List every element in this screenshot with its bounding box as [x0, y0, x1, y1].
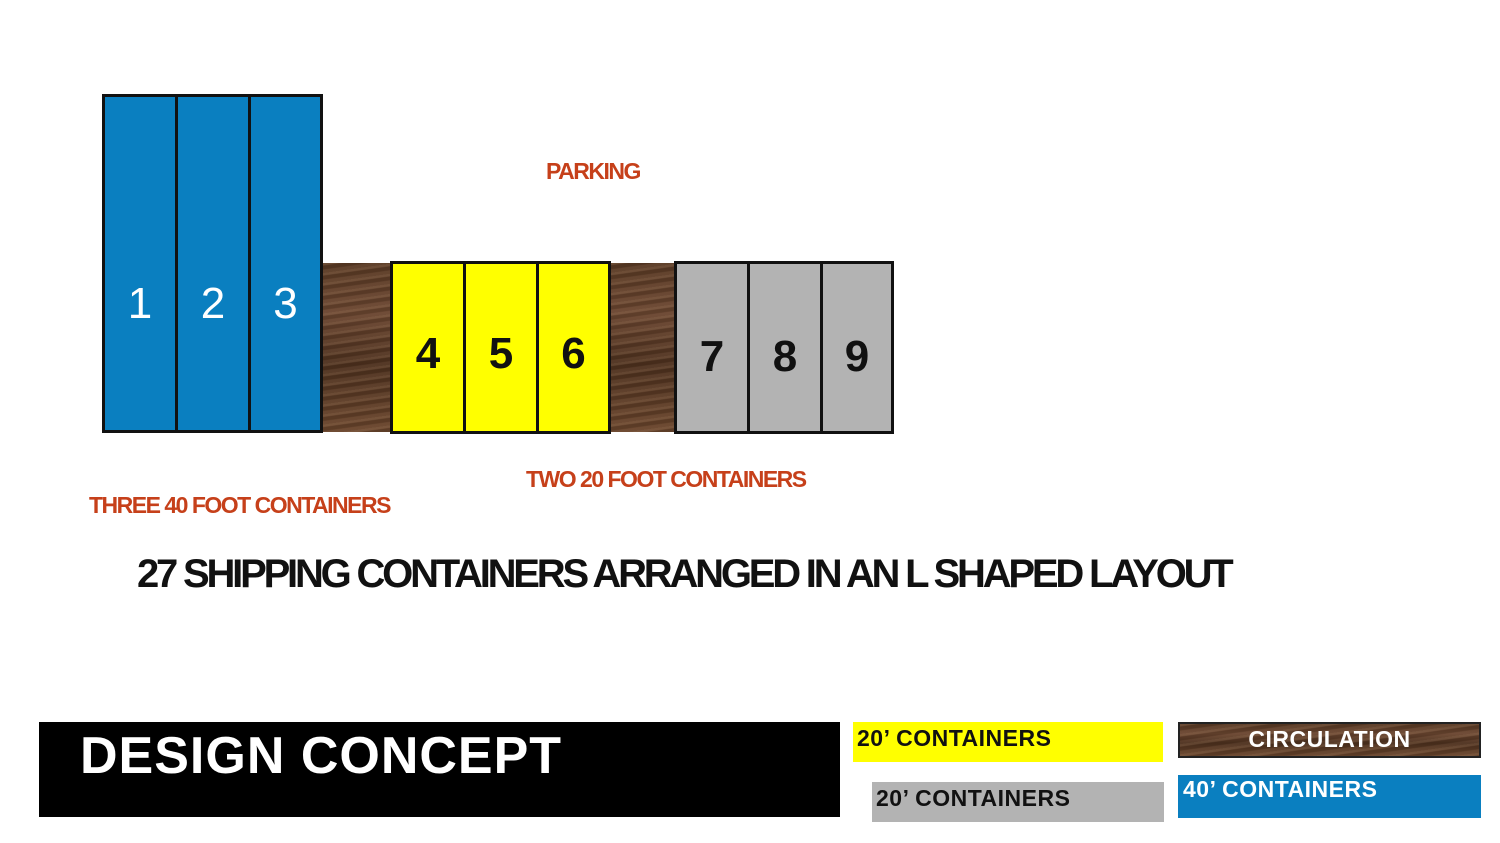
container-4: 4: [390, 261, 466, 434]
container-2: 2: [175, 94, 251, 433]
container-9: 9: [820, 261, 894, 434]
title-banner: DESIGN CONCEPT: [39, 722, 840, 817]
container-5: 5: [463, 261, 539, 434]
container-7: 7: [674, 261, 750, 434]
headline: 27 SHIPPING CONTAINERS ARRANGED IN AN L …: [137, 552, 1234, 596]
container-6: 6: [536, 261, 611, 434]
label-20ft-containers: TWO 20 FOOT CONTAINERS: [526, 466, 807, 492]
legend-yellow-20ft: 20’ CONTAINERS: [853, 722, 1163, 762]
container-1: 1: [102, 94, 178, 433]
parking-label: PARKING: [546, 158, 641, 184]
circulation-strip-2: [609, 263, 676, 432]
page-title: DESIGN CONCEPT: [80, 727, 563, 785]
legend-circulation: CIRCULATION: [1178, 722, 1481, 758]
container-3: 3: [248, 94, 323, 433]
label-40ft-containers: THREE 40 FOOT CONTAINERS: [89, 492, 391, 518]
circulation-strip-1: [323, 263, 391, 432]
legend-blue-40ft: 40’ CONTAINERS: [1178, 775, 1481, 818]
legend-gray-20ft: 20’ CONTAINERS: [872, 782, 1164, 822]
container-8: 8: [747, 261, 823, 434]
